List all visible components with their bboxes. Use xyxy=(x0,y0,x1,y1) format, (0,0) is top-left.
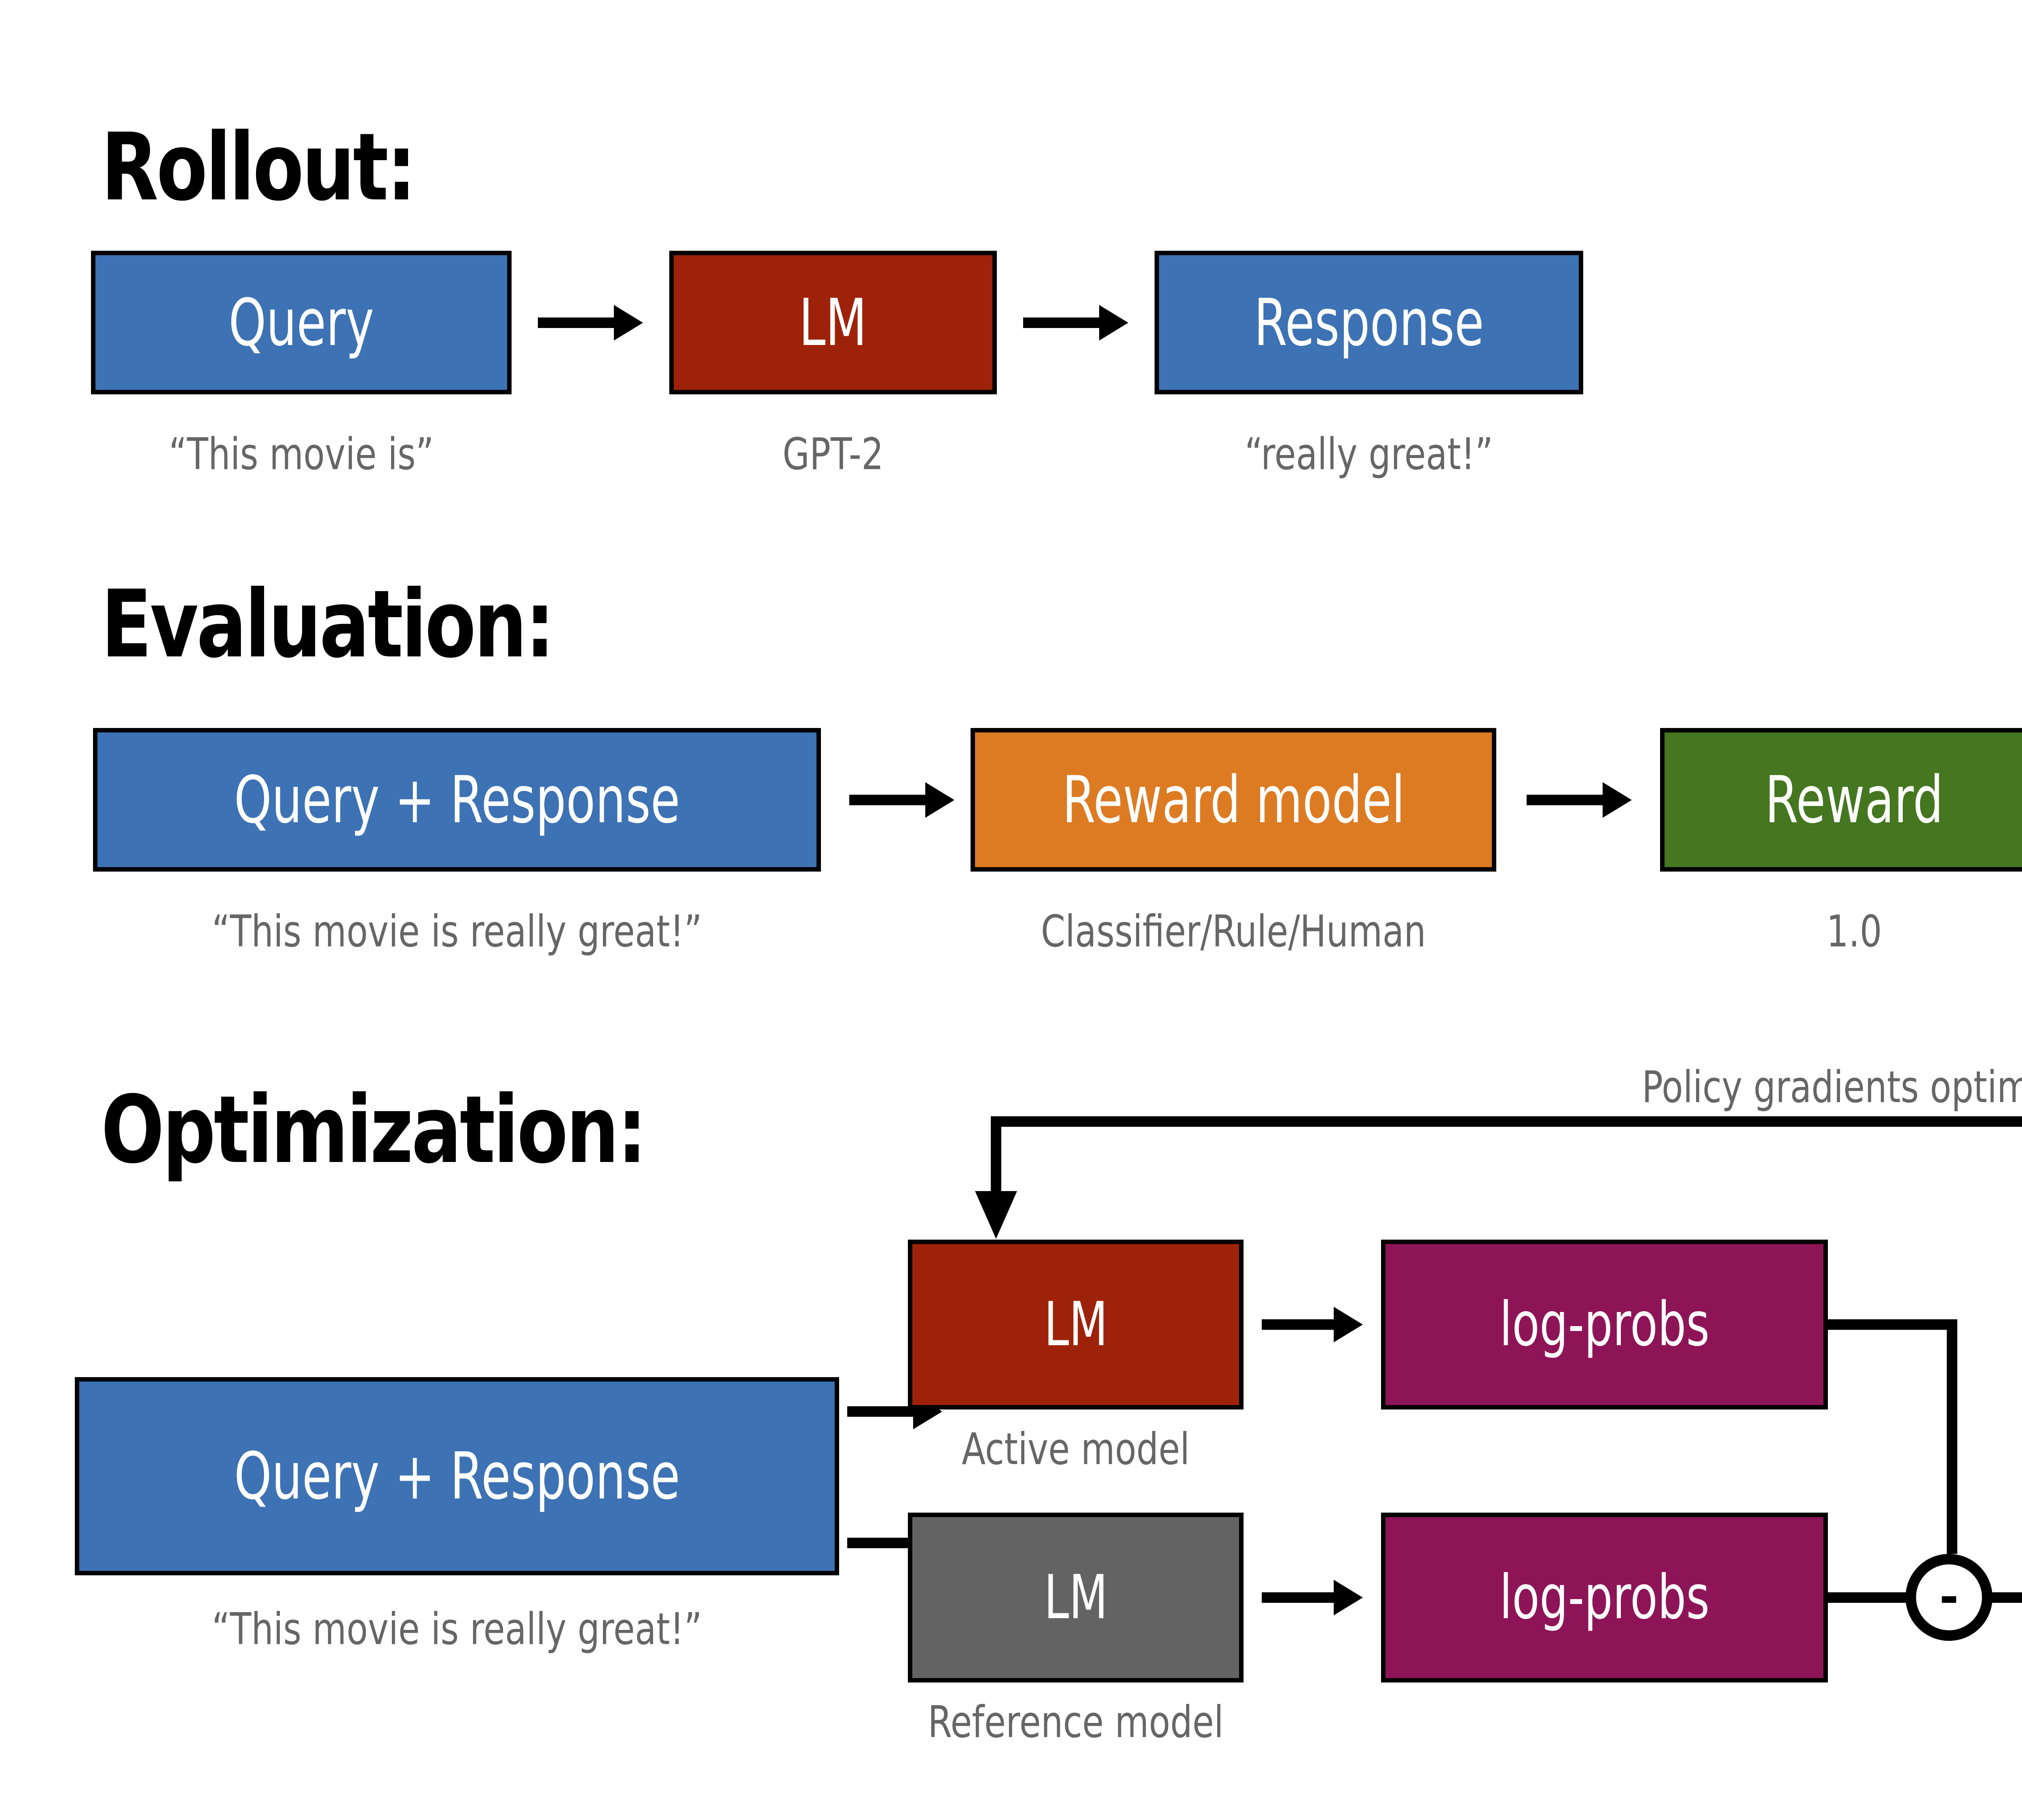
arrow-shaft xyxy=(1262,1319,1335,1330)
arrow-shaft xyxy=(847,1406,914,1417)
arrow-head xyxy=(1334,1307,1363,1342)
optimization-active-logprobs-box[interactable]: log-probs xyxy=(1381,1240,1828,1409)
arrow-shaft xyxy=(847,1538,914,1548)
optimization-active-lm-caption: Active model xyxy=(962,1424,1190,1475)
evaluation-reward-label: Reward xyxy=(1765,762,1944,838)
optimization-reference-logprobs-label: log-probs xyxy=(1499,1562,1710,1633)
feedback-arrow-head-down xyxy=(975,1191,1017,1239)
optimization-reference-logprobs-box[interactable]: log-probs xyxy=(1381,1513,1828,1682)
feedback-line-left-vertical xyxy=(991,1116,1001,1197)
arrow-head xyxy=(1334,1580,1363,1615)
arrow-head xyxy=(1603,782,1632,818)
logprobs-active-to-minus-horizontal xyxy=(1828,1319,1957,1330)
evaluation-reward-caption: 1.0 xyxy=(1826,906,1882,957)
rollout-lm-label: LM xyxy=(799,284,867,360)
minus-operator-symbol: - xyxy=(1939,1570,1959,1624)
arrow-shaft xyxy=(849,795,926,805)
rollout-query-box[interactable]: Query xyxy=(91,251,512,394)
optimization-reference-lm-caption: Reference model xyxy=(928,1697,1224,1748)
optimization-input-caption: “This movie is really great!” xyxy=(212,1604,702,1655)
evaluation-reward-model-label: Reward model xyxy=(1062,762,1405,838)
arrow-shaft xyxy=(1527,795,1603,805)
feedback-caption: Policy gradients optimize model xyxy=(1642,1062,2022,1113)
optimization-input-box[interactable]: Query + Response xyxy=(75,1377,839,1575)
arrow-shaft xyxy=(1989,1592,2022,1603)
optimization-active-lm-box[interactable]: LM xyxy=(908,1240,1244,1409)
rollout-lm-box[interactable]: LM xyxy=(669,251,997,394)
arrow-head xyxy=(614,305,643,341)
rollout-response-box[interactable]: Response xyxy=(1155,251,1583,394)
evaluation-input-label: Query + Response xyxy=(234,762,680,838)
evaluation-reward-box[interactable]: Reward xyxy=(1660,728,2022,872)
arrow-shaft xyxy=(1023,317,1100,328)
arrow-shaft xyxy=(1262,1592,1335,1603)
evaluation-reward-model-box[interactable]: Reward model xyxy=(971,728,1496,872)
rollout-response-caption: “really great!” xyxy=(1244,429,1493,480)
logprobs-active-to-minus-vertical xyxy=(1947,1319,1957,1554)
optimization-reference-lm-box[interactable]: LM xyxy=(908,1513,1244,1682)
section-title-rollout: Rollout: xyxy=(101,114,417,222)
arrow-head xyxy=(925,782,954,818)
arrow-head xyxy=(1099,305,1128,341)
logprobs-reference-to-minus-horizontal xyxy=(1828,1592,1909,1603)
rollout-query-label: Query xyxy=(228,284,374,360)
minus-operator: - xyxy=(1906,1554,1992,1641)
evaluation-reward-model-caption: Classifier/Rule/Human xyxy=(1041,906,1426,957)
arrow-shaft xyxy=(538,317,615,328)
optimization-active-lm-label: LM xyxy=(1044,1289,1108,1360)
rollout-response-label: Response xyxy=(1254,284,1484,360)
optimization-reference-lm-label: LM xyxy=(1044,1562,1108,1633)
optimization-input-label: Query + Response xyxy=(234,1438,680,1514)
feedback-line-horizontal xyxy=(991,1116,2022,1127)
evaluation-input-box[interactable]: Query + Response xyxy=(93,728,821,872)
rollout-lm-caption: GPT-2 xyxy=(782,429,884,480)
rollout-query-caption: “This movie is” xyxy=(169,429,434,480)
evaluation-input-caption: “This movie is really great!” xyxy=(212,906,702,957)
optimization-active-logprobs-label: log-probs xyxy=(1499,1289,1710,1360)
section-title-evaluation: Evaluation: xyxy=(101,571,555,679)
section-title-optimization: Optimization: xyxy=(101,1076,647,1184)
